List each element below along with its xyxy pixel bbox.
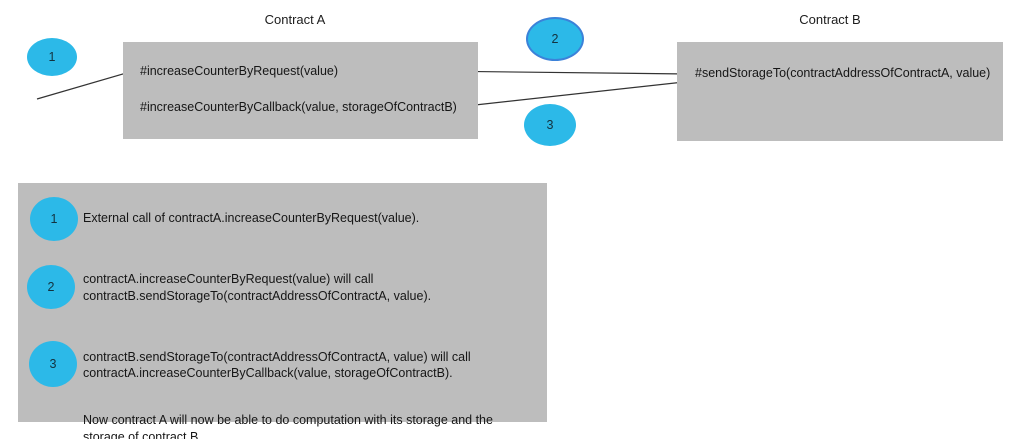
legend-box	[18, 183, 547, 422]
legend-item-3: contractB.sendStorageTo(contractAddressO…	[83, 332, 541, 439]
step-marker-3: 3	[524, 104, 576, 146]
legend-item-3-note: Now contract A will now be able to do co…	[83, 413, 493, 439]
step-marker-1: 1	[27, 38, 77, 76]
method-increase-counter-by-request: #increaseCounterByRequest(value)	[140, 64, 339, 78]
method-send-storage-to: #sendStorageTo(contractAddressOfContract…	[695, 66, 991, 80]
arrow-step3-callback-return	[464, 81, 685, 109]
contract-b-box	[677, 42, 1003, 141]
contract-a-title: Contract A	[264, 12, 326, 27]
step-marker-2: 2	[526, 17, 584, 61]
legend-step-marker-3: 3	[29, 341, 77, 387]
legend-item-3-text: contractB.sendStorageTo(contractAddressO…	[83, 349, 471, 381]
legend-step-marker-1: 1	[30, 197, 78, 241]
legend-step-marker-2: 2	[27, 265, 75, 309]
method-increase-counter-by-callback: #increaseCounterByCallback(value, storag…	[140, 100, 457, 114]
contract-a-box	[123, 42, 478, 139]
contract-b-title: Contract B	[799, 12, 861, 27]
legend-item-1-text: External call of contractA.increaseCount…	[83, 211, 420, 225]
legend-item-2-text: contractA.increaseCounterByRequest(value…	[83, 272, 432, 303]
